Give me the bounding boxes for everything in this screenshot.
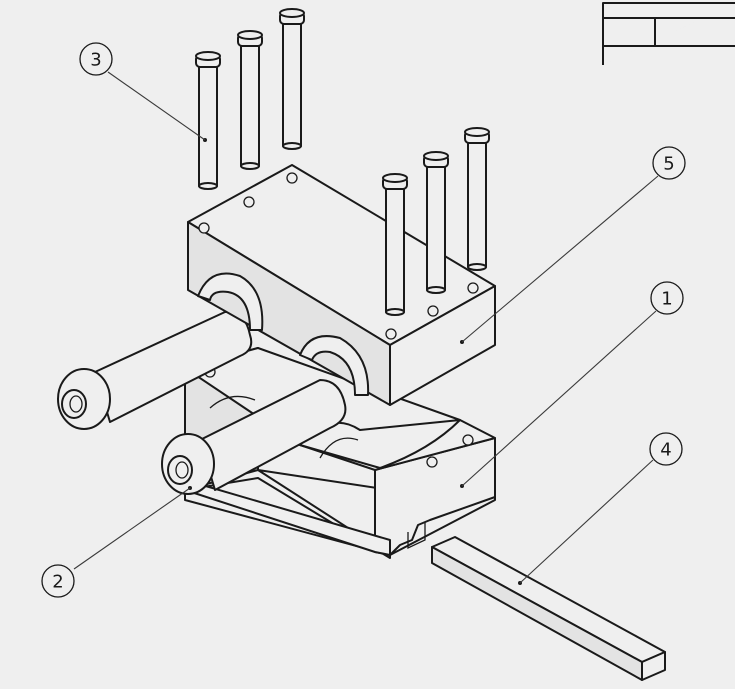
callout-2: 2 (41, 564, 75, 598)
callout-2-label: 2 (52, 572, 63, 593)
callout-5: 5 (652, 146, 686, 180)
title-block-fragment (602, 2, 735, 65)
pin-left-2 (237, 30, 263, 170)
leader-lines (73, 71, 659, 584)
key-bar (431, 536, 666, 681)
pin-right-2 (423, 151, 449, 294)
callout-5-label: 5 (663, 154, 674, 175)
sleeve-back (57, 310, 253, 430)
upper-block (187, 164, 496, 406)
pin-right-1 (382, 173, 408, 316)
callout-1-label: 1 (661, 289, 672, 310)
callout-4-label: 4 (660, 440, 671, 461)
pin-left-3 (279, 8, 305, 150)
callout-1: 1 (650, 281, 684, 315)
sleeve-front (161, 379, 347, 495)
callout-3-label: 3 (90, 50, 101, 71)
pin-group-right (382, 127, 490, 316)
pin-left-1 (195, 51, 221, 190)
pin-right-3 (464, 127, 490, 271)
pin-group-left (195, 8, 305, 190)
callout-4: 4 (649, 432, 683, 466)
callout-3: 3 (79, 42, 113, 76)
